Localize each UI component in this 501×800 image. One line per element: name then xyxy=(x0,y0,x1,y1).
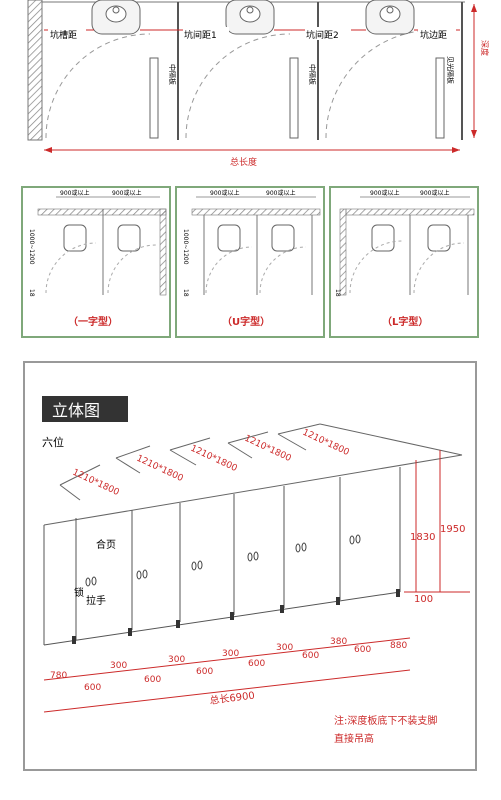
handle-label: 拉手 xyxy=(86,594,106,607)
panel3-width-left: 900或以上 xyxy=(370,189,399,197)
toilet-icon xyxy=(225,0,275,35)
left-dim: 780 xyxy=(50,671,67,681)
panel1-width-right: 900或以上 xyxy=(112,189,141,197)
panel3-width-right: 900或以上 xyxy=(420,189,449,197)
label-middle-board-1: 中隔板 xyxy=(168,64,177,85)
panel1-label: （一字型） xyxy=(68,315,118,328)
panel1-width-left: 900或以上 xyxy=(60,189,89,197)
foot-height: 100 xyxy=(414,594,433,605)
layout-panel-u: 900或以上 900或以上 1000~1200 18 （U字型） xyxy=(175,186,325,338)
lock-label: 锁 xyxy=(74,586,84,599)
panel2-width-left: 900或以上 xyxy=(210,189,239,197)
bottom-b-4: 600 xyxy=(302,651,319,661)
toilet-icon xyxy=(91,0,141,35)
note-line-2: 直接吊高 xyxy=(334,732,374,745)
bottom-a-3: 300 xyxy=(222,649,239,659)
bottom-b-5: 600 xyxy=(354,645,371,655)
height-outer: 1950 xyxy=(440,524,465,535)
bottom-a-2: 300 xyxy=(168,655,185,665)
hinge-label: 合页 xyxy=(96,538,116,551)
label-middle-board-2: 中隔板 xyxy=(308,64,317,85)
three-d-subtitle: 六位 xyxy=(42,435,64,449)
panel2-depth: 1000~1200 xyxy=(182,229,189,265)
bottom-b-3: 600 xyxy=(248,659,265,669)
wall-hatch-left xyxy=(27,0,43,141)
label-pit-spacing-1: 坑间距1 xyxy=(184,29,217,41)
plan-view: 坑槽距 坑间距1 坑间距2 坑边距 总长度 深度 中隔板 中隔板 见光隔板 xyxy=(27,0,490,168)
label-pit-spacing-2: 坑间距2 xyxy=(306,29,339,41)
bottom-a-5: 380 xyxy=(330,637,347,647)
title-badge xyxy=(42,396,128,422)
panel3-label: （L字型） xyxy=(382,315,428,328)
panel1-depth: 1000~1200 xyxy=(28,229,35,265)
label-pit-edge-right: 坑边距 xyxy=(420,29,447,41)
left-dim-b: 600 xyxy=(84,683,101,693)
toilet-icon xyxy=(365,0,415,35)
layout-panel-l: 900或以上 900或以上 18 （L字型） xyxy=(329,186,479,338)
panel2-width-right: 900或以上 xyxy=(266,189,295,197)
three-d-view: 立体图 六位 xyxy=(23,361,477,771)
bottom-b-6: 880 xyxy=(390,641,407,651)
three-d-frame xyxy=(23,361,477,771)
bottom-b-2: 600 xyxy=(196,667,213,677)
bottom-a-1: 300 xyxy=(110,661,127,671)
panel1-side: 18 xyxy=(28,289,35,297)
layout-panels: 900或以上 900或以上 1000~1200 18 （一字型） 900或以上 … xyxy=(21,186,479,338)
panel2-label: （U字型） xyxy=(222,315,270,328)
label-total-length: 总长度 xyxy=(230,156,257,168)
label-mirror-panel: 见光隔板 xyxy=(446,56,455,84)
label-pit-edge-left: 坑槽距 xyxy=(50,29,77,41)
panel3-side: 18 xyxy=(334,289,341,297)
note-line-1: 注:深度板底下不装支脚 xyxy=(334,714,437,727)
three-d-title: 立体图 xyxy=(52,401,100,420)
label-depth: 深度 xyxy=(480,40,490,56)
layout-panel-straight: 900或以上 900或以上 1000~1200 18 （一字型） xyxy=(21,186,171,338)
height-door: 1830 xyxy=(410,532,435,543)
panel2-side: 18 xyxy=(182,289,189,297)
bottom-a-4: 300 xyxy=(276,643,293,653)
bottom-b-1: 600 xyxy=(144,675,161,685)
